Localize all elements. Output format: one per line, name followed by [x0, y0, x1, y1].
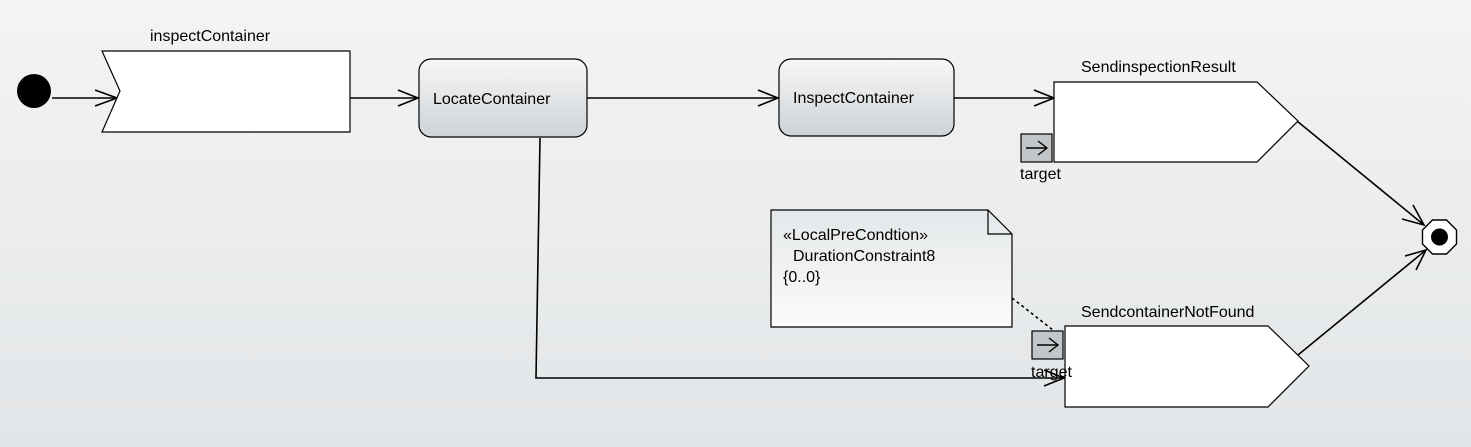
constraint-note[interactable]: «LocalPreCondtion» DurationConstraint8 {… [770, 209, 1013, 328]
pin-arrow-icon [1037, 140, 1049, 156]
edge-send-result-to-final[interactable] [1296, 120, 1425, 226]
note-fold [987, 210, 1012, 235]
note-constraint-spec: {0..0} [783, 269, 821, 286]
pin-arrow-icon [1048, 337, 1060, 353]
action-label: InspectContainer [793, 90, 915, 107]
accept-event-action[interactable]: inspectContainer [101, 28, 351, 133]
note-anchor-line [1011, 297, 1059, 335]
pin-label: target [1020, 166, 1061, 183]
pin-label: target [1031, 364, 1072, 381]
send-signal-inspection-result[interactable]: SendinspectionResult target [1020, 59, 1299, 183]
arrowhead [757, 89, 781, 107]
send-signal-shape [1053, 81, 1299, 163]
note-constraint-name: DurationConstraint8 [793, 248, 935, 265]
final-node-inner [1431, 228, 1448, 246]
activity-final-node[interactable] [1421, 219, 1458, 255]
arrowhead [397, 89, 421, 107]
input-pin-target[interactable] [1020, 133, 1053, 163]
action-shape [778, 58, 955, 137]
action-inspect-container[interactable]: InspectContainer [778, 58, 955, 137]
accept-event-label: inspectContainer [150, 28, 271, 45]
action-locate-container[interactable]: LocateContainer [418, 58, 588, 138]
input-pin-target[interactable] [1031, 330, 1064, 360]
send-signal-label: SendinspectionResult [1081, 59, 1236, 76]
send-signal-container-not-found[interactable]: SendcontainerNotFound target [1031, 304, 1310, 408]
action-label: LocateContainer [433, 91, 551, 108]
note-stereotype: «LocalPreCondtion» [783, 227, 928, 244]
initial-node[interactable] [17, 74, 51, 108]
accept-event-shape [101, 50, 351, 133]
send-signal-label: SendcontainerNotFound [1081, 304, 1254, 321]
edge-send-not-found-to-final[interactable] [1297, 249, 1427, 356]
send-signal-shape [1064, 325, 1310, 408]
arrowhead [1043, 369, 1067, 387]
action-shape [418, 58, 588, 138]
note-shape [770, 209, 1013, 328]
arrowhead [1404, 248, 1428, 271]
arrowhead [1401, 204, 1426, 227]
edge-locate-to-send-not-found[interactable] [535, 137, 1064, 379]
control-flow-edges [52, 89, 1428, 387]
